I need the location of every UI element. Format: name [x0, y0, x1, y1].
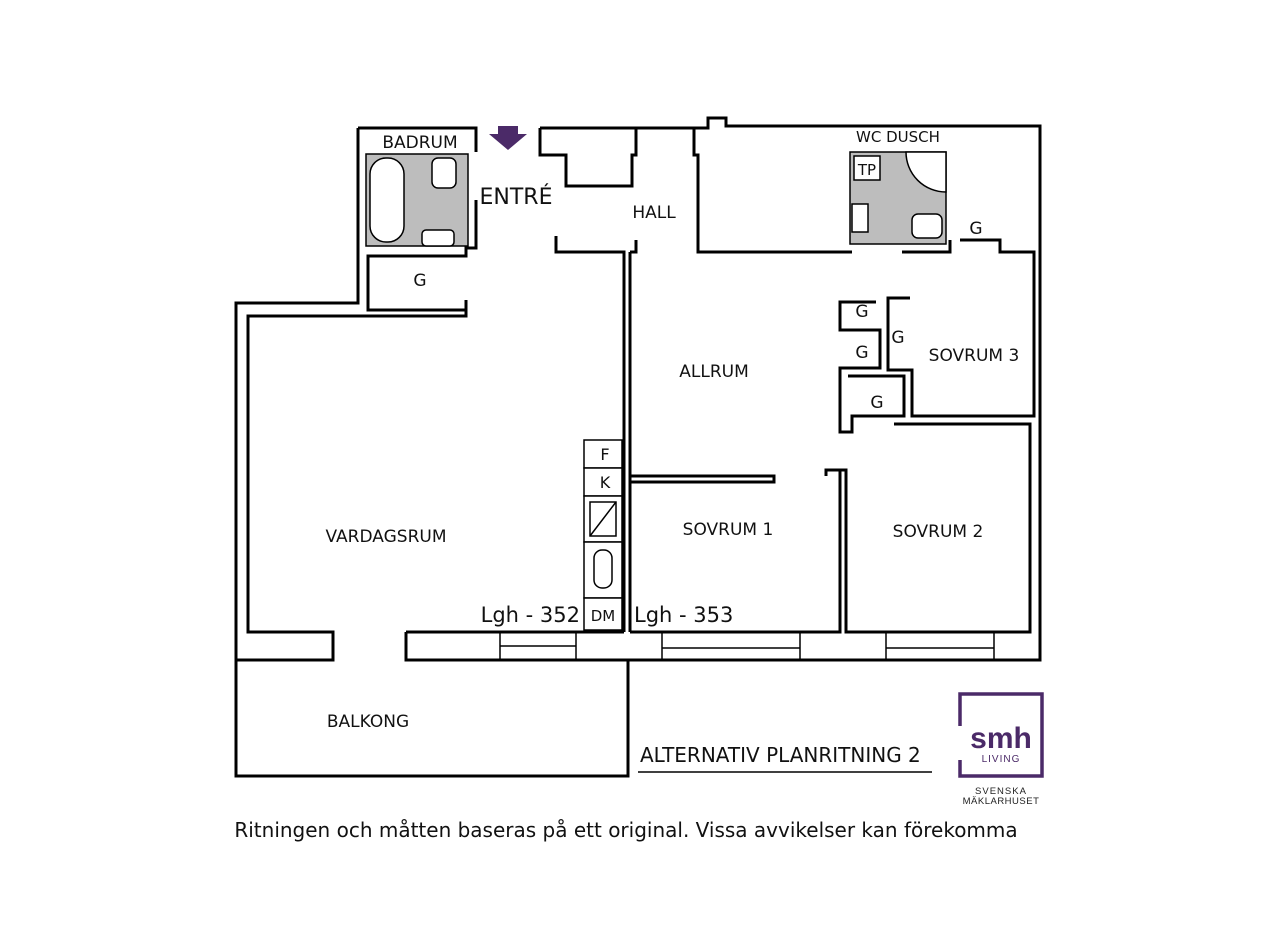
label-sovrum2: SOVRUM 2 — [893, 522, 984, 542]
logo-brand: smh — [970, 722, 1032, 755]
label-allrum: ALLRUM — [679, 362, 749, 382]
sink-icon — [421, 229, 455, 247]
label-hall: HALL — [632, 203, 676, 223]
label-balkong: BALKONG — [327, 712, 409, 732]
hall-closet — [538, 128, 638, 188]
fridge-box — [583, 439, 623, 469]
tp-box — [853, 155, 881, 181]
wc-wall — [886, 238, 1036, 418]
entry-arrow-icon — [489, 126, 527, 150]
label-closet-badrum: G — [413, 271, 426, 291]
toilet-icon — [431, 157, 457, 189]
logo-line2: MÄKLARHUSET — [963, 796, 1040, 807]
label-badrum: BADRUM — [382, 133, 457, 153]
bathtub-icon — [369, 157, 405, 243]
shower-icon — [905, 151, 947, 193]
hall-right-wall — [692, 128, 852, 254]
label-entre: ENTRÉ — [480, 184, 553, 210]
disclaimer-text: Ritningen och måtten baseras på ett orig… — [234, 818, 1017, 842]
stove-diagonal — [589, 501, 617, 537]
label-closet-c: G — [855, 343, 868, 363]
kitchen-sink-icon — [593, 549, 613, 589]
wc-sink-icon — [851, 203, 869, 233]
label-kitchen-f: F — [600, 445, 609, 464]
windows — [499, 632, 995, 660]
label-closet-wc: G — [969, 219, 982, 239]
label-sovrum3: SOVRUM 3 — [929, 346, 1020, 366]
label-closet-a: G — [855, 302, 868, 322]
label-wc-dusch: WC DUSCH — [856, 128, 940, 146]
logo-sub: LIVING — [982, 754, 1021, 765]
logo-frame — [958, 692, 1044, 778]
kitchen-units — [583, 439, 623, 631]
outer-wall-left — [234, 128, 468, 662]
allrum-divider — [628, 252, 776, 632]
label-tp: TP — [857, 161, 876, 179]
balcony-wall — [234, 660, 630, 778]
label-unit-left: Lgh - 352 — [481, 603, 580, 627]
walls — [234, 116, 1042, 778]
top-wall — [540, 116, 1042, 662]
kitchen-wall — [554, 236, 638, 632]
sovrum1-wall — [630, 470, 842, 634]
label-closet-d: G — [870, 393, 883, 413]
label-sovrum1: SOVRUM 1 — [683, 520, 774, 540]
wc-toilet-icon — [911, 213, 943, 239]
label-vardagsrum: VARDAGSRUM — [326, 527, 447, 547]
label-closet-b: G — [891, 328, 904, 348]
label-kitchen-k: K — [600, 473, 611, 492]
sovrum2-wall — [824, 422, 1032, 634]
dishwasher-box — [583, 597, 623, 631]
plan-title: ALTERNATIV PLANRITNING 2 — [640, 743, 921, 767]
badrum-wall — [358, 126, 478, 312]
closet-cluster — [838, 300, 906, 434]
label-kitchen-dm: DM — [591, 607, 616, 625]
logo-line1: SVENSKA — [975, 786, 1027, 797]
smh-logo: smh LIVING SVENSKA MÄKLARHUSET — [958, 692, 1044, 807]
label-unit-right: Lgh - 353 — [634, 603, 733, 627]
bottom-wall — [404, 630, 1040, 662]
